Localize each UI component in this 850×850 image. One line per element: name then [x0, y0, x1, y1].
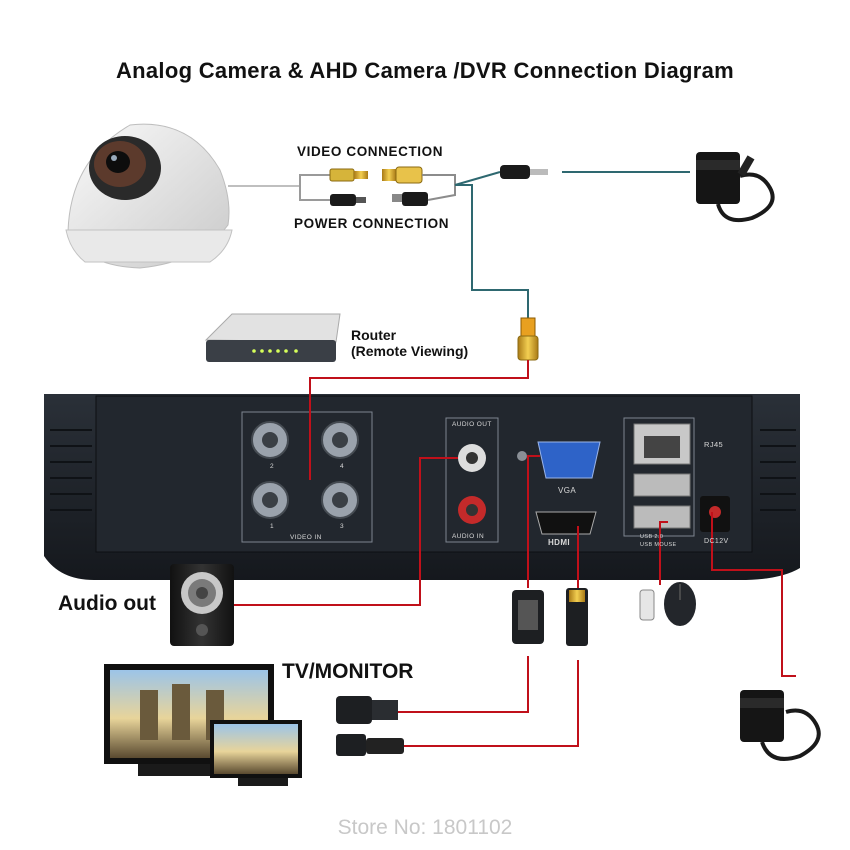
rj45-label: RJ45	[704, 440, 724, 449]
tv-monitor-label: TV/MONITOR	[282, 660, 414, 683]
usb-mouse	[639, 582, 696, 626]
store-watermark: Store No: 1801102	[337, 816, 513, 839]
dome-camera	[65, 123, 300, 269]
audio-in-panel-label: AUDIO IN	[452, 533, 485, 540]
dc12v-label: DC12V	[704, 538, 729, 545]
speaker	[170, 564, 234, 646]
hdmi-label: HDMI	[548, 538, 571, 547]
power-adapter-bottom	[740, 690, 821, 761]
cable-connectors-upper	[512, 588, 588, 646]
video-in-label: VIDEO IN	[290, 534, 322, 541]
port-label-3: 3	[340, 523, 345, 530]
usb-mouse-label: USB MOUSE	[640, 542, 677, 548]
router-label-line2: (Remote Viewing)	[351, 343, 469, 359]
video-connection-label: VIDEO CONNECTION	[297, 144, 444, 159]
dvr-recorder	[44, 394, 800, 580]
power-adapter-top	[696, 152, 775, 223]
power-connection-label: POWER CONNECTION	[294, 216, 450, 231]
port-label-1: 1	[270, 523, 275, 530]
router-label-line1: Router	[351, 327, 397, 343]
camera-cables	[299, 165, 690, 361]
router-device	[204, 313, 341, 362]
port-label-2: 2	[270, 463, 275, 470]
usb-label: USB 2.0	[640, 534, 664, 540]
port-label-4: 4	[340, 463, 345, 470]
vga-label: VGA	[558, 486, 577, 495]
audio-out-panel-label: AUDIO OUT	[452, 421, 492, 428]
audio-out-label: Audio out	[58, 592, 156, 615]
red-cables	[232, 360, 796, 747]
page-title: Analog Camera & AHD Camera /DVR Connecti…	[115, 58, 735, 83]
router-label: Router (Remote Viewing)	[351, 327, 468, 359]
tv-monitors	[104, 664, 302, 786]
cable-connectors-lower	[336, 696, 404, 756]
